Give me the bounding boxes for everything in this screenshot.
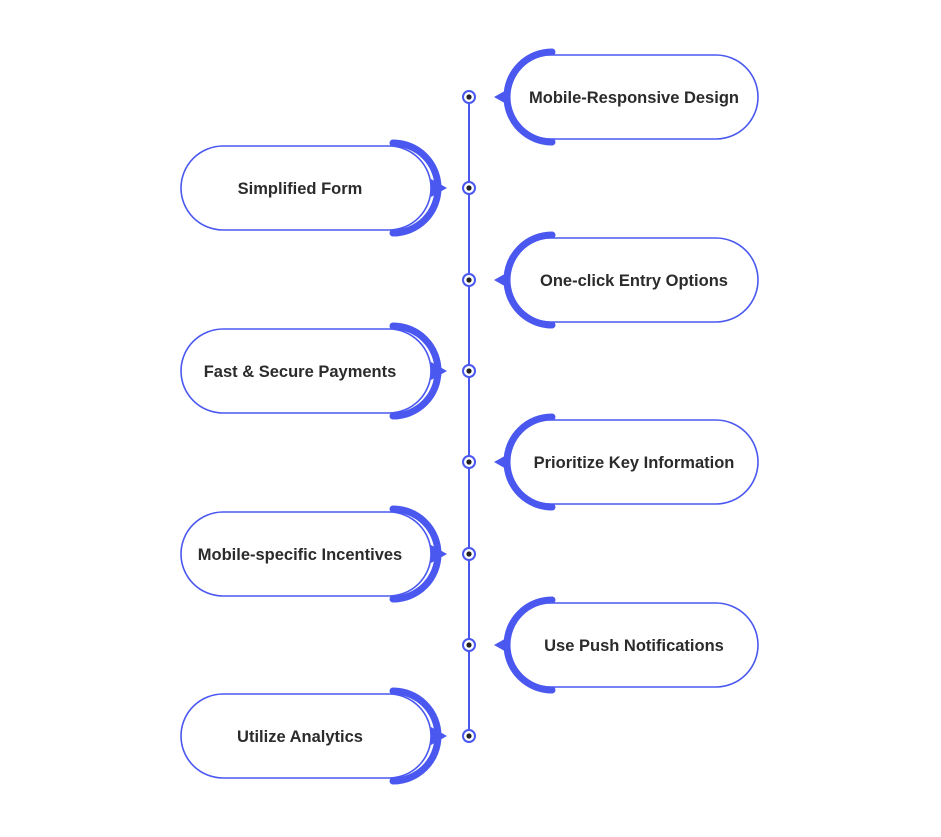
timeline-node xyxy=(462,181,476,195)
card-pointer-arrow xyxy=(431,727,447,745)
node-dot xyxy=(466,551,472,557)
timeline-card: Simplified Form xyxy=(180,139,447,237)
card-label: Mobile-specific Incentives xyxy=(198,546,402,564)
card-pointer-arrow xyxy=(494,88,510,106)
card-label: Simplified Form xyxy=(238,180,363,198)
card-pointer-arrow xyxy=(431,545,447,563)
timeline-node xyxy=(462,364,476,378)
card-pointer-arrow xyxy=(494,636,510,654)
node-dot xyxy=(466,642,472,648)
timeline-card: Fast & Secure Payments xyxy=(180,322,447,420)
timeline-card: Use Push Notifications xyxy=(494,596,759,694)
node-dot xyxy=(466,733,472,739)
card-pointer-arrow xyxy=(431,362,447,380)
timeline-card: One-click Entry Options xyxy=(494,231,759,329)
timeline-card: Utilize Analytics xyxy=(180,687,447,785)
timeline-nodes xyxy=(462,90,476,743)
node-dot xyxy=(466,185,472,191)
node-dot xyxy=(466,459,472,465)
card-label: One-click Entry Options xyxy=(540,272,728,290)
node-dot xyxy=(466,277,472,283)
timeline-node xyxy=(462,547,476,561)
card-label: Use Push Notifications xyxy=(544,637,724,655)
timeline-node xyxy=(462,90,476,104)
card-label: Fast & Secure Payments xyxy=(204,363,397,381)
timeline-card: Mobile-specific Incentives xyxy=(180,505,447,603)
timeline-card: Prioritize Key Information xyxy=(494,413,759,511)
card-label: Prioritize Key Information xyxy=(534,454,735,472)
timeline-node xyxy=(462,638,476,652)
timeline-node xyxy=(462,455,476,469)
timeline-card: Mobile-Responsive Design xyxy=(494,48,759,146)
card-label: Utilize Analytics xyxy=(237,728,363,746)
node-dot xyxy=(466,94,472,100)
card-pointer-arrow xyxy=(494,453,510,471)
timeline-node xyxy=(462,273,476,287)
card-label: Mobile-Responsive Design xyxy=(529,89,739,107)
timeline-node xyxy=(462,729,476,743)
card-pointer-arrow xyxy=(494,271,510,289)
card-pointer-arrow xyxy=(431,179,447,197)
node-dot xyxy=(466,368,472,374)
